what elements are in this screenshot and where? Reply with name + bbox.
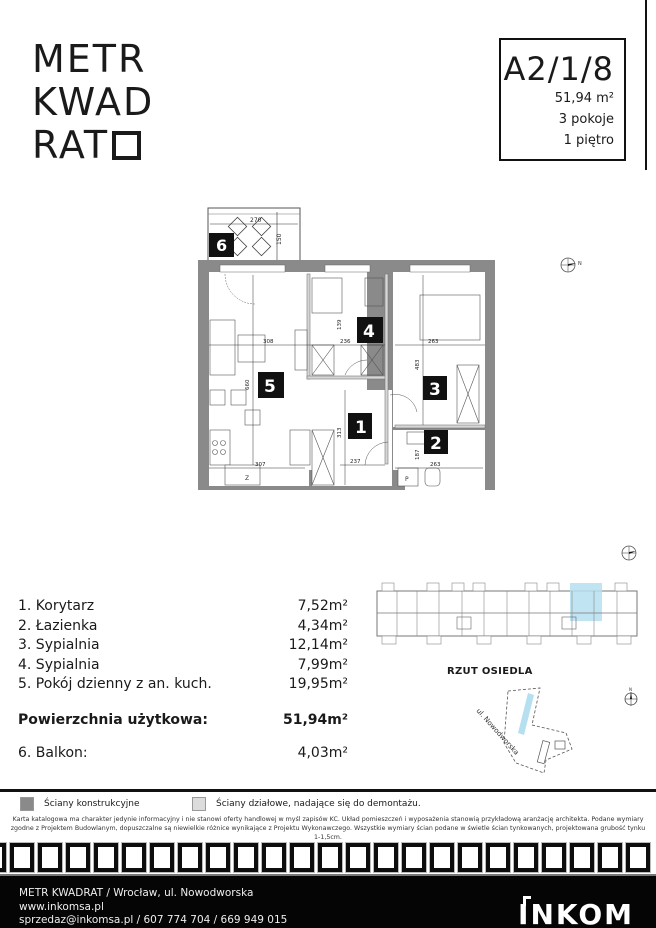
square-icon: [177, 842, 203, 873]
svg-text:Z: Z: [245, 475, 249, 482]
square-icon: [93, 842, 119, 873]
svg-text:5: 5: [264, 377, 276, 397]
square-icon: [261, 842, 287, 873]
inkom-logo: INKOM: [518, 898, 634, 928]
svg-text:6: 6: [216, 236, 227, 255]
svg-text:ul. Nowodworska: ul. Nowodworska: [475, 707, 521, 757]
svg-text:313: 313: [337, 427, 343, 438]
square-icon: [597, 842, 623, 873]
square-icon: [65, 842, 91, 873]
apartment-info-box: A2/1/8 51,94 m² 3 pokoje 1 piętro: [499, 38, 626, 161]
apartment-code: A2/1/8: [503, 50, 614, 88]
svg-text:263: 263: [430, 462, 441, 468]
svg-text:660: 660: [245, 379, 251, 390]
balcony-row: 6. Balkon:4,03m²: [18, 745, 348, 761]
apartment-rooms: 3 pokoje: [558, 112, 614, 127]
inkom-logo-mark-icon: [523, 896, 531, 906]
logo-line-3: RAT: [32, 124, 162, 167]
logo-line-1: METR: [32, 37, 147, 81]
logo-line-2: KWAD: [32, 80, 155, 124]
square-icon: [569, 842, 595, 873]
svg-text:308: 308: [263, 339, 274, 345]
partition-wall-swatch-icon: [192, 797, 206, 811]
svg-text:263: 263: [428, 339, 439, 345]
total-area-row: Powierzchnia użytkowa:51,94m²: [18, 711, 348, 728]
square-icon: [37, 842, 63, 873]
square-icon: [317, 842, 343, 873]
square-icon: [429, 842, 455, 873]
square-icon: [513, 842, 539, 873]
estate-site-map: ul. Nowodworska: [475, 687, 573, 774]
disclaimer-text: Karta katalogowa ma charakter jedynie in…: [10, 816, 646, 841]
svg-text:P: P: [405, 476, 409, 483]
square-icon: [485, 842, 511, 873]
site-plan-label: RZUT OSIEDLA: [447, 666, 533, 677]
decorative-square-band: [0, 841, 656, 874]
square-icon: [541, 842, 567, 873]
footer-contact-line: sprzedaz@inkomsa.pl / 607 774 704 / 669 …: [19, 914, 288, 926]
square-icon: [149, 842, 175, 873]
metr-kwadrat-logo: METR KWAD RAT: [32, 38, 162, 167]
svg-text:4: 4: [363, 322, 375, 342]
svg-text:150: 150: [276, 233, 283, 245]
square-icon: [625, 842, 651, 873]
square-icon: [233, 842, 259, 873]
svg-text:483: 483: [415, 359, 421, 370]
edge-divider: [645, 0, 647, 170]
square-icon: [457, 842, 483, 873]
section-divider: [0, 789, 656, 792]
room-row: 5. Pokój dzienny z an. kuch.19,95m²: [18, 676, 348, 692]
svg-text:139: 139: [337, 319, 343, 330]
svg-text:270: 270: [250, 217, 262, 224]
svg-text:3: 3: [429, 380, 441, 400]
footer-website-link[interactable]: www.inkomsa.pl: [19, 900, 104, 913]
square-icon: [289, 842, 315, 873]
svg-text:187: 187: [415, 449, 421, 460]
svg-text:N: N: [578, 261, 582, 267]
legend-structural: Ściany konstrukcyjne: [20, 797, 140, 811]
square-icon: [9, 842, 35, 873]
structural-wall-swatch-icon: [20, 797, 34, 811]
svg-text:N: N: [629, 687, 632, 692]
site-compass-icon: [621, 545, 637, 561]
square-icon: [0, 842, 7, 873]
svg-text:2: 2: [430, 434, 442, 454]
square-icon: [121, 842, 147, 873]
svg-text:307: 307: [255, 462, 266, 468]
floor-plan: 270 150 6 Z: [198, 207, 495, 492]
square-icon: [401, 842, 427, 873]
square-icon: [205, 842, 231, 873]
building-site-plan: [376, 582, 638, 645]
footer-contact: METR KWADRAT / Wrocław, ul. Nowodworska …: [19, 887, 287, 928]
apartment-floor: 1 piętro: [563, 133, 614, 148]
square-icon: [373, 842, 399, 873]
apartment-area: 51,94 m²: [554, 91, 614, 106]
footer: METR KWADRAT / Wrocław, ul. Nowodworska …: [0, 876, 656, 928]
north-compass-icon: N: [624, 687, 638, 706]
square-icon: [345, 842, 371, 873]
svg-text:236: 236: [340, 339, 351, 345]
compass-icon: N: [560, 257, 582, 273]
footer-project-line: METR KWADRAT / Wrocław, ul. Nowodworska: [19, 887, 254, 899]
band-rule: [0, 874, 656, 876]
logo-square-icon: [112, 131, 142, 160]
svg-text:1: 1: [355, 418, 367, 438]
svg-text:237: 237: [350, 459, 361, 465]
legend-partition: Ściany działowe, nadające się do demonta…: [192, 797, 421, 811]
